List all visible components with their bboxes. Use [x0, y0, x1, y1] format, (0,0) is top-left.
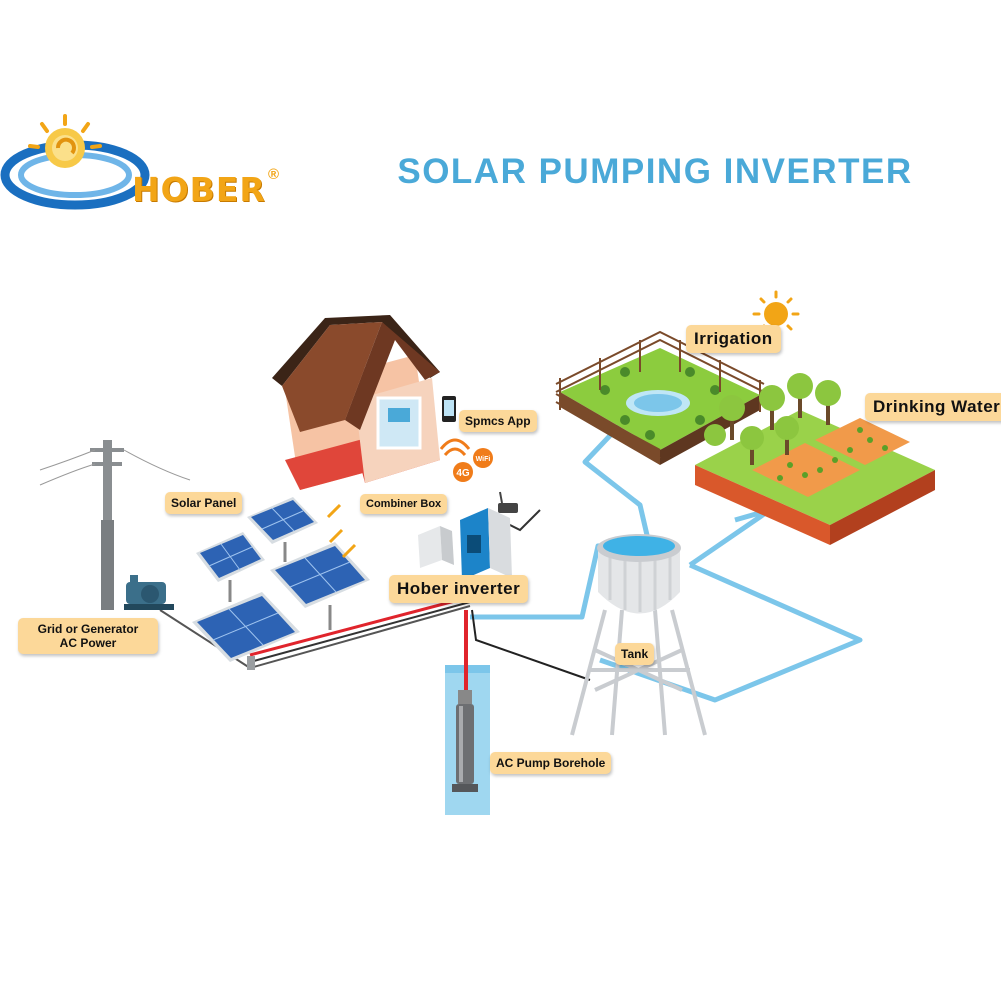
- borehole: [445, 640, 490, 815]
- solar-panel-label: Solar Panel: [165, 492, 243, 514]
- tank-label: Tank: [615, 643, 655, 665]
- wireless-signal-icons: 4G WiFi: [439, 438, 493, 482]
- irrigation-label: Irrigation: [686, 325, 781, 353]
- submersible-pump-icon: [452, 690, 478, 792]
- combiner-box-label: Combiner Box: [360, 494, 448, 514]
- water-tower: [570, 534, 707, 736]
- 4g-badge-text: 4G: [456, 468, 470, 479]
- grid-generator-label-line2: AC Power: [59, 636, 117, 650]
- solar-panel-array: [192, 497, 370, 670]
- panel-mount-posts: [247, 656, 255, 670]
- router-icon: [498, 491, 518, 513]
- registered-mark: ®: [268, 166, 280, 183]
- brand-wordmark: HOBER: [132, 170, 266, 209]
- sun-rays-arrows: [326, 503, 357, 559]
- smartphone-icon: [442, 396, 456, 422]
- spmcs-app-label: Spmcs App: [459, 410, 537, 432]
- 4g-badge: [453, 462, 473, 482]
- page-title: SOLAR PUMPING INVERTER: [397, 152, 913, 191]
- wifi-badge-text: WiFi: [476, 456, 491, 463]
- ac-pump-borehole-label: AC Pump Borehole: [490, 752, 612, 774]
- hober-logo: [0, 114, 150, 210]
- drinking-water-label: Drinking Water: [865, 393, 1001, 421]
- hober-inverter-unit: [460, 508, 512, 580]
- grid-generator-label: Grid or Generator AC Power: [18, 618, 158, 654]
- solar-panel-1: [196, 532, 265, 602]
- power-cables: [159, 509, 591, 700]
- grid-generator-label-line1: Grid or Generator: [37, 622, 139, 636]
- utility-pole: [39, 440, 191, 610]
- trees: [704, 373, 841, 465]
- house: [272, 315, 440, 490]
- wifi-badge: [473, 448, 493, 468]
- drinking-water-farm: [695, 373, 935, 545]
- hober-inverter-label: Hober inverter: [389, 575, 529, 603]
- generator: [124, 575, 174, 610]
- combiner-box: [418, 526, 454, 568]
